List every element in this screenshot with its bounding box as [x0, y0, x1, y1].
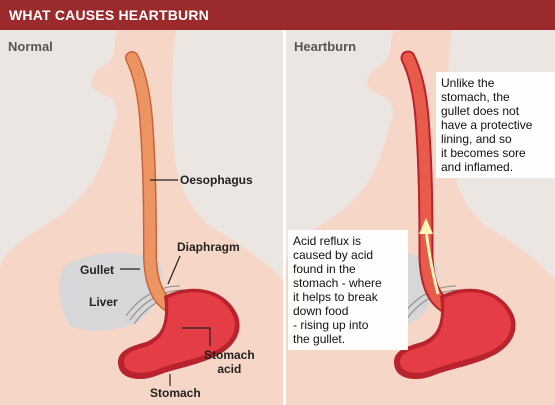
- liver-label: Liver: [89, 295, 118, 309]
- note-line: Acid reflux is: [293, 234, 403, 248]
- note-line: the gullet.: [293, 332, 403, 346]
- stomach-label: Stomach: [150, 386, 201, 400]
- stomach-acid-label-line2: acid: [204, 362, 255, 376]
- gullet-label: Gullet: [80, 263, 114, 277]
- note-line: - rising up into: [293, 318, 403, 332]
- note-line: Unlike the: [441, 76, 550, 90]
- note-line: have a protective: [441, 118, 550, 132]
- note-line: stomach - where: [293, 276, 403, 290]
- note-line: and inflamed.: [441, 160, 550, 174]
- heartburn-panel: Heartburn Unlike the stomach, the gullet…: [286, 30, 555, 405]
- oesophagus-label: Oesophagus: [180, 173, 253, 187]
- note-line: found in the: [293, 262, 403, 276]
- acid-reflux-note: Acid reflux is caused by acid found in t…: [288, 230, 408, 350]
- note-line: it becomes sore: [441, 146, 550, 160]
- note-line: lining, and so: [441, 132, 550, 146]
- normal-panel: Normal Oesophagus Diaphragm Gullet Liver…: [0, 30, 286, 405]
- note-line: down food: [293, 304, 403, 318]
- normal-title: Normal: [8, 39, 53, 54]
- note-line: stomach, the: [441, 90, 550, 104]
- note-line: caused by acid: [293, 248, 403, 262]
- diaphragm-label: Diaphragm: [177, 240, 240, 254]
- note-line: it helps to break: [293, 290, 403, 304]
- gullet-lining-note: Unlike the stomach, the gullet does not …: [436, 72, 555, 178]
- heartburn-title: Heartburn: [294, 39, 356, 54]
- stomach-acid-label-line1: Stomach: [204, 348, 255, 362]
- stomach-acid-label: Stomach acid: [204, 348, 255, 376]
- banner-title: WHAT CAUSES HEARTBURN: [0, 0, 555, 30]
- note-line: gullet does not: [441, 104, 550, 118]
